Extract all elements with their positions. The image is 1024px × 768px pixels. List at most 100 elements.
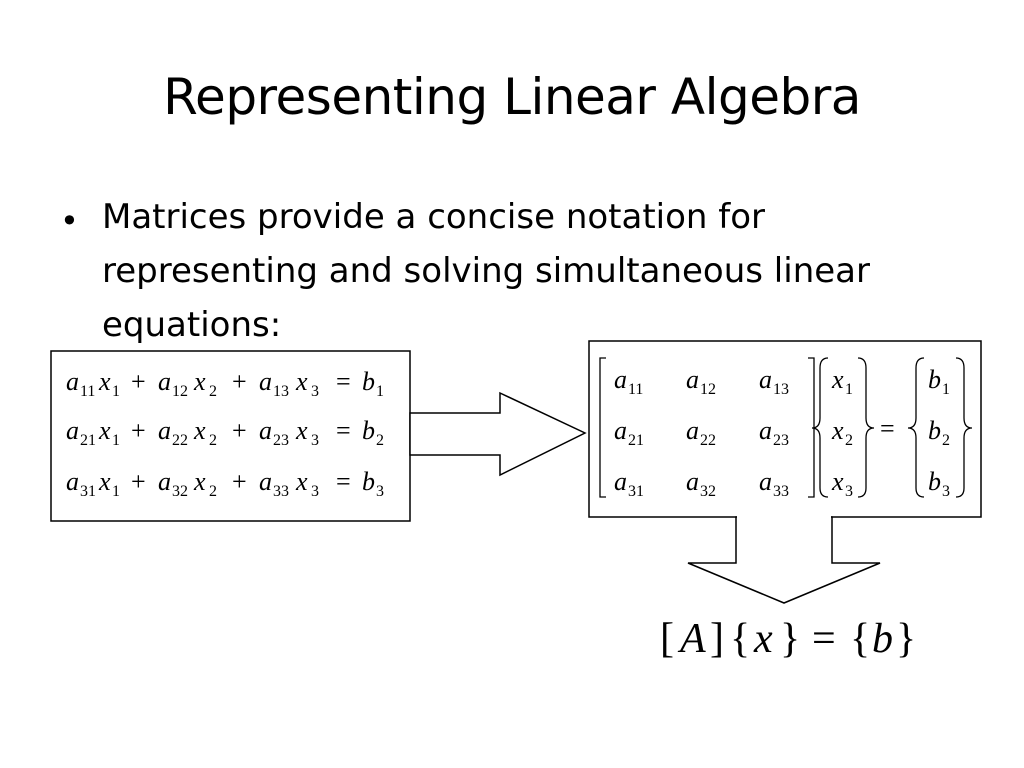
matrix-entry-sub: 22 bbox=[700, 432, 716, 449]
eq-var: x bbox=[98, 467, 111, 496]
matrix-entry-sub: 12 bbox=[700, 381, 716, 398]
vector-entry-sub: 3 bbox=[942, 483, 950, 500]
vector-entry-sub: 3 bbox=[845, 483, 853, 500]
eq-sub: 2 bbox=[376, 432, 384, 449]
compact-close-brace: } bbox=[896, 616, 916, 662]
vector-entry-sub: 1 bbox=[845, 381, 853, 398]
eq-coef: a bbox=[158, 416, 171, 445]
matrix-entry-sub: 31 bbox=[628, 483, 644, 500]
bullet-line-3: equations: bbox=[102, 305, 282, 345]
eq-sub: 3 bbox=[376, 483, 384, 500]
vector-x-right-brace bbox=[857, 357, 875, 498]
matrix-entry-sub: 33 bbox=[773, 483, 789, 500]
eq-rhs: b bbox=[362, 467, 375, 496]
eq-coef: a bbox=[259, 367, 272, 396]
eq-sub: 21 bbox=[80, 432, 96, 449]
matrix-entry: a bbox=[686, 467, 699, 496]
matrix-equals: = bbox=[880, 414, 895, 443]
matrix-entry: a bbox=[759, 467, 772, 496]
equation-row-1: a 11 x 1 + a 12 x 2 + a 13 x 3 = b 1 bbox=[66, 367, 384, 400]
vector-b-left-brace bbox=[907, 357, 925, 498]
compact-equals: = bbox=[812, 616, 836, 662]
vector-x-left-brace bbox=[811, 357, 829, 498]
eq-coef: a bbox=[158, 467, 171, 496]
matrix-entry-sub: 23 bbox=[773, 432, 789, 449]
vector-entry: b bbox=[928, 416, 941, 445]
eq-sub: 32 bbox=[172, 483, 188, 500]
eq-equals: = bbox=[336, 367, 351, 396]
compact-open-bracket: [ bbox=[660, 616, 674, 662]
eq-var: x bbox=[98, 367, 111, 396]
eq-sub: 3 bbox=[311, 383, 319, 400]
eq-var: x bbox=[193, 367, 206, 396]
equations-box bbox=[50, 350, 411, 522]
eq-sub: 1 bbox=[112, 383, 120, 400]
slide-title: Representing Linear Algebra bbox=[163, 68, 861, 126]
eq-coef: a bbox=[259, 416, 272, 445]
eq-sub: 2 bbox=[209, 383, 217, 400]
compact-b: b bbox=[872, 616, 893, 662]
eq-plus: + bbox=[232, 367, 247, 396]
eq-sub: 11 bbox=[80, 383, 95, 400]
eq-plus: + bbox=[232, 467, 247, 496]
compact-close-brace: } bbox=[780, 616, 800, 662]
vector-entry: x bbox=[831, 467, 844, 496]
matrix-A: a 11 a 12 a 13 a 21 a 22 a 23 a 31 a 32 … bbox=[614, 365, 789, 500]
matrix-entry-sub: 32 bbox=[700, 483, 716, 500]
eq-sub: 23 bbox=[273, 432, 289, 449]
eq-var: x bbox=[98, 416, 111, 445]
vector-entry-sub: 2 bbox=[845, 432, 853, 449]
matrix-entry-sub: 21 bbox=[628, 432, 644, 449]
down-arrow-icon bbox=[687, 516, 881, 604]
eq-sub: 3 bbox=[311, 483, 319, 500]
eq-var: x bbox=[295, 416, 308, 445]
vector-entry: b bbox=[928, 467, 941, 496]
eq-sub: 31 bbox=[80, 483, 96, 500]
eq-sub: 3 bbox=[311, 432, 319, 449]
matrix-left-bracket bbox=[599, 357, 606, 498]
matrix-entry: a bbox=[614, 365, 627, 394]
compact-close-bracket: ] bbox=[710, 616, 724, 662]
eq-coef: a bbox=[259, 467, 272, 496]
eq-rhs: b bbox=[362, 416, 375, 445]
vector-entry: x bbox=[831, 365, 844, 394]
compact-equation: [ A ] { x } = { b } bbox=[660, 616, 916, 662]
eq-coef: a bbox=[66, 416, 79, 445]
bullet-line-2: representing and solving simultaneous li… bbox=[102, 251, 870, 291]
vector-entry-sub: 2 bbox=[942, 432, 950, 449]
vector-entry-sub: 1 bbox=[942, 381, 950, 398]
eq-plus: + bbox=[131, 467, 146, 496]
eq-plus: + bbox=[232, 416, 247, 445]
eq-coef: a bbox=[66, 467, 79, 496]
bullet-line-1: Matrices provide a concise notation for bbox=[102, 197, 766, 237]
eq-var: x bbox=[295, 467, 308, 496]
compact-open-brace: { bbox=[730, 616, 750, 662]
equation-row-2: a 21 x 1 + a 22 x 2 + a 23 x 3 = b 2 bbox=[66, 416, 384, 449]
eq-var: x bbox=[193, 416, 206, 445]
right-arrow-icon bbox=[409, 391, 587, 477]
matrix-entry-sub: 11 bbox=[628, 381, 643, 398]
eq-sub: 1 bbox=[376, 383, 384, 400]
vector-x: x 1 x 2 x 3 bbox=[831, 365, 853, 500]
compact-open-brace: { bbox=[850, 616, 870, 662]
matrix-entry: a bbox=[614, 416, 627, 445]
matrix-entry: a bbox=[686, 365, 699, 394]
eq-plus: + bbox=[131, 367, 146, 396]
eq-sub: 2 bbox=[209, 432, 217, 449]
bullet-text: Matrices provide a concise notation for … bbox=[102, 190, 952, 352]
eq-sub: 13 bbox=[273, 383, 289, 400]
matrix-entry-sub: 13 bbox=[773, 381, 789, 398]
eq-equals: = bbox=[336, 416, 351, 445]
compact-x: x bbox=[753, 616, 773, 662]
eq-sub: 2 bbox=[209, 483, 217, 500]
compact-A: A bbox=[677, 616, 706, 662]
vector-b: b 1 b 2 b 3 bbox=[928, 365, 950, 500]
matrix-entry: a bbox=[759, 365, 772, 394]
vector-entry: x bbox=[831, 416, 844, 445]
eq-sub: 22 bbox=[172, 432, 188, 449]
matrix-entry: a bbox=[614, 467, 627, 496]
eq-coef: a bbox=[158, 367, 171, 396]
eq-equals: = bbox=[336, 467, 351, 496]
eq-rhs: b bbox=[362, 367, 375, 396]
